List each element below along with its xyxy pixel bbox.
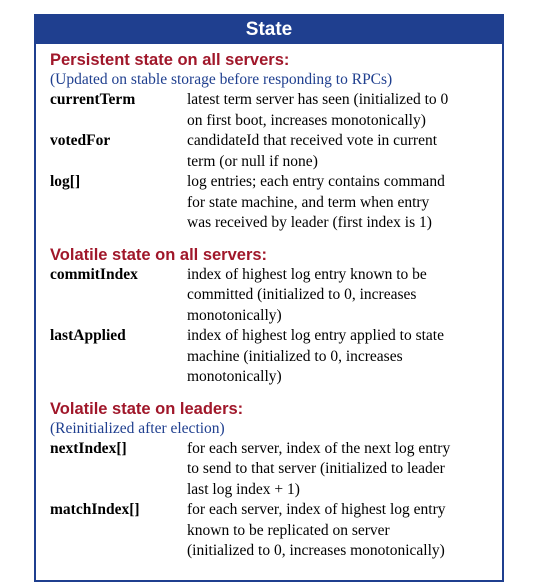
section-heading: Volatile state on leaders: xyxy=(50,399,244,418)
field-name: lastApplied xyxy=(50,327,126,344)
field-name: commitIndex xyxy=(50,265,138,283)
field-last-applied: lastApplied index of highest log entry a… xyxy=(50,326,502,388)
field-voted-for: votedFor candidateId that received vote … xyxy=(50,131,502,172)
panel-content: Persistent state on all servers: (Update… xyxy=(36,44,502,562)
section-note: (Reinitialized after election) xyxy=(50,419,225,437)
field-name: log[] xyxy=(50,173,81,190)
field-description: for each server, index of highest log en… xyxy=(187,501,446,559)
field-name: currentTerm xyxy=(50,91,136,108)
field-log: log[] log entries; each entry contains c… xyxy=(50,172,502,234)
field-description: log entries; each entry contains command… xyxy=(187,173,445,231)
field-name: votedFor xyxy=(50,132,111,149)
field-description: index of highest log entry known to be c… xyxy=(187,265,427,324)
section-note: (Updated on stable storage before respon… xyxy=(50,71,393,88)
field-name: nextIndex[] xyxy=(50,439,127,457)
section-volatile-all-servers: Volatile state on all servers: commitInd… xyxy=(50,245,502,388)
section-persistent-state: Persistent state on all servers: (Update… xyxy=(50,50,502,234)
field-description: index of highest log entry applied to st… xyxy=(187,327,444,385)
section-volatile-leaders: Volatile state on leaders: (Reinitialize… xyxy=(50,399,502,562)
panel-title: State xyxy=(36,16,502,44)
field-description: for each server, index of the next log e… xyxy=(187,439,451,498)
field-next-index: nextIndex[] for each server, index of th… xyxy=(50,439,502,501)
section-heading: Volatile state on all servers: xyxy=(50,245,268,264)
field-name: matchIndex[] xyxy=(50,501,140,518)
field-commit-index: commitIndex index of highest log entry k… xyxy=(50,265,502,327)
section-heading: Persistent state on all servers: xyxy=(50,51,290,69)
state-panel: State Persistent state on all servers: (… xyxy=(34,14,504,582)
field-match-index: matchIndex[] for each server, index of h… xyxy=(50,500,502,562)
section-gap xyxy=(50,234,502,245)
section-gap xyxy=(50,388,502,399)
field-description: candidateId that received vote in curren… xyxy=(187,132,438,170)
field-current-term: currentTerm latest term server has seen … xyxy=(50,90,502,131)
field-description: latest term server has seen (initialized… xyxy=(187,91,449,129)
